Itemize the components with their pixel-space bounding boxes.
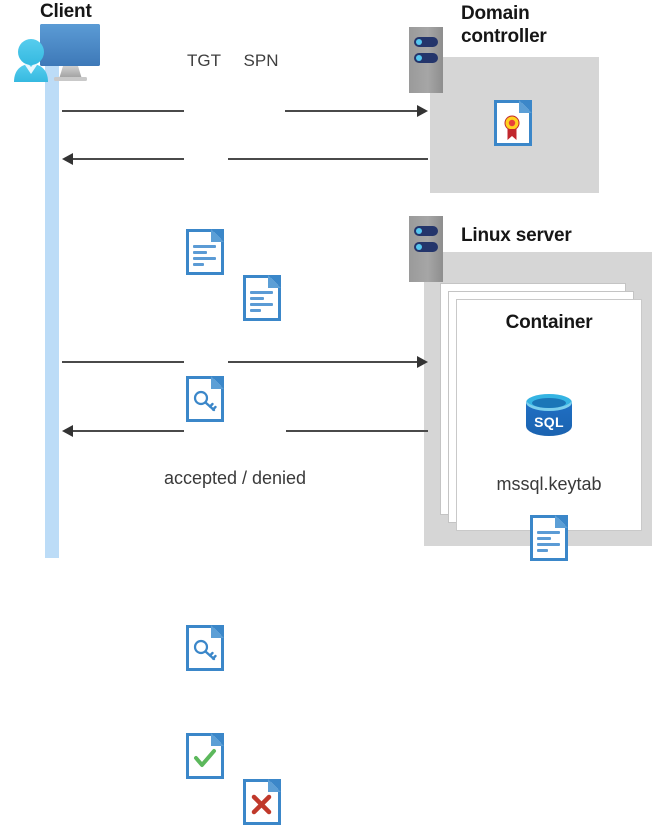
message-3-line-left — [62, 361, 184, 363]
spn-document-icon — [243, 275, 281, 321]
message-4-line-left — [73, 430, 184, 432]
tgt-document-icon — [186, 229, 224, 275]
spn-label: SPN — [243, 51, 279, 70]
client-lifeline — [45, 62, 59, 558]
container-label: Container — [505, 312, 593, 333]
certificate-document-icon — [494, 100, 532, 146]
accepted-denied-caption: accepted / denied — [163, 468, 307, 488]
sql-database-label: SQL — [534, 414, 564, 430]
domain-controller-label-line1: Domain — [461, 3, 530, 24]
ticket-key-document-icon — [186, 376, 224, 422]
message-1-arrowhead — [417, 105, 428, 117]
message-2-line-left — [73, 158, 184, 160]
accepted-check-document-icon — [186, 733, 224, 779]
message-3-line-right — [228, 361, 418, 363]
client-label: Client — [40, 1, 92, 22]
denied-cross-document-icon — [243, 779, 281, 825]
session-key-document-icon — [186, 625, 224, 671]
message-2-arrowhead — [62, 153, 73, 165]
message-1-line-right — [285, 110, 418, 112]
keytab-document-icon — [530, 515, 568, 561]
tgt-label: TGT — [187, 51, 221, 70]
message-4-line-right — [286, 430, 428, 432]
message-4-arrowhead — [62, 425, 73, 437]
client-computer-icon — [8, 22, 108, 84]
message-1-line-left — [62, 110, 184, 112]
message-2-line-right — [228, 158, 428, 160]
domain-controller-label-line2: controller — [461, 26, 547, 47]
linux-server-rack-icon — [409, 216, 443, 282]
diagram-canvas: Client Domain controller Linux server Co… — [8, 1, 652, 825]
message-3-arrowhead — [417, 356, 428, 368]
domain-controller-server-rack-icon — [409, 27, 443, 93]
keytab-filename-label: mssql.keytab — [496, 474, 602, 494]
linux-server-label: Linux server — [461, 225, 572, 246]
sql-database-icon: SQL — [526, 394, 572, 444]
